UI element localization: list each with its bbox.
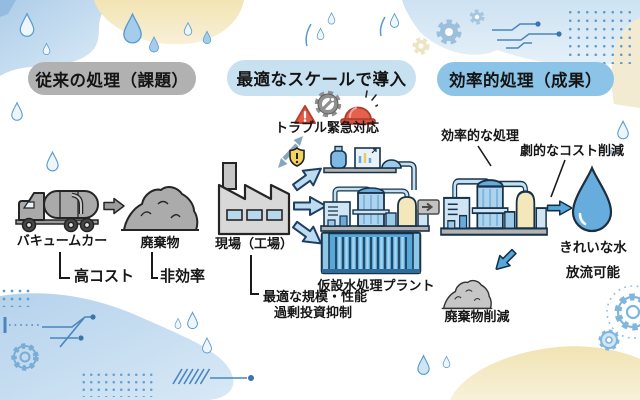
container-icon <box>320 231 422 275</box>
circuit-lines-top <box>492 21 562 49</box>
arrow-right-blue-icon <box>546 200 572 216</box>
note-line2: 過剰投資抑制 <box>274 305 353 320</box>
stage-pill-conventional: 従来の処理（課題） <box>28 62 196 95</box>
issue-cost-label: 高コスト <box>74 268 135 285</box>
stage-pill-optimal: 最適なスケールで導入 <box>227 60 416 96</box>
truck-label: バキュームカー <box>16 233 108 248</box>
arrow-down-right-icon <box>291 220 322 245</box>
efficient-plant-icon <box>440 178 548 236</box>
waste-reduction-label: 廃棄物削減 <box>444 309 510 324</box>
plant-label: 仮設水処理プラント <box>317 278 435 293</box>
arrow-down-left-icon <box>495 248 517 271</box>
vacuum-truck-icon <box>15 190 99 233</box>
treatment-plant-icon <box>320 186 430 232</box>
gear-wrench-icon <box>314 90 342 118</box>
waste-label: 廃棄物 <box>140 235 180 250</box>
stage-pill-efficient-label: 効率的処理（成果） <box>449 72 602 90</box>
issue-inefficiency-label: 非効率 <box>160 268 206 285</box>
dot-grid-bottom-center <box>80 371 154 397</box>
shield-exclamation-icon <box>289 146 305 167</box>
arrow-up-right-icon <box>291 167 322 192</box>
transfer-connector-icon <box>417 199 440 215</box>
process-label: 効率的な処理 <box>441 128 520 143</box>
gear-outline-icon <box>11 343 39 371</box>
dot-grid-top-right <box>566 8 636 64</box>
arrow-right-icon <box>293 196 327 216</box>
small-plant-icon <box>323 145 417 190</box>
gear-icons-bottom-right <box>598 285 640 351</box>
note-line1: 最適な規模・性能 <box>263 289 368 304</box>
small-waste-pile-icon <box>441 279 493 310</box>
discharge-label: 放流可能 <box>566 265 620 280</box>
cost-label: 劇的なコスト削減 <box>520 143 625 158</box>
trouble-label: トラブル緊急対応 <box>274 120 379 135</box>
site-label: 現場（工場） <box>214 236 293 251</box>
dot-grid-bottom-left <box>0 287 32 307</box>
waste-pile-icon <box>121 186 199 231</box>
factory-icon <box>217 162 291 236</box>
stage-pill-conventional-label: 従来の処理（課題） <box>35 71 189 90</box>
warning-triangle-icon <box>294 105 316 124</box>
arrow-right-gray-icon <box>103 197 125 215</box>
double-arrow-shield-icon <box>278 136 305 168</box>
gear-icons-top <box>412 9 485 55</box>
stage-pill-efficient: 効率的処理（成果） <box>437 62 614 96</box>
rain-drop-icons <box>11 12 629 376</box>
trouble-response-icon <box>294 90 378 125</box>
water-drop-icon <box>571 165 613 233</box>
slash-marks <box>172 368 254 385</box>
circuit-lines-bottom <box>3 314 96 348</box>
stage-pill-optimal-label: 最適なスケールで導入 <box>236 71 407 89</box>
clean-water-label: きれいな水 <box>559 240 627 255</box>
siren-icon <box>340 90 378 125</box>
